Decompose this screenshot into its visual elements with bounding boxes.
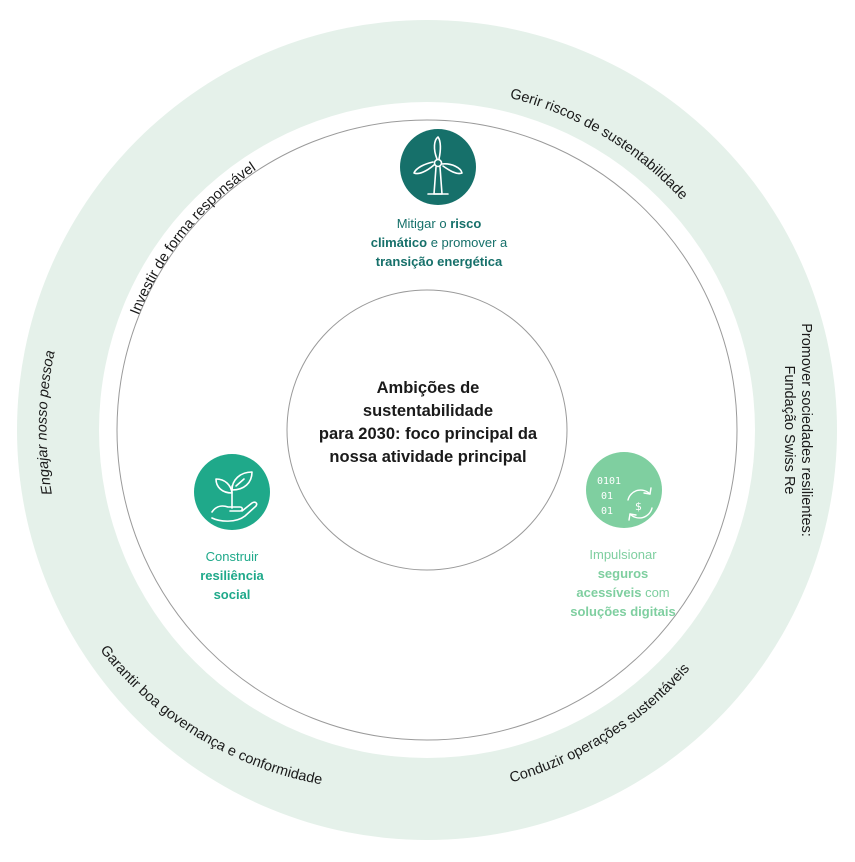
social-l1: Construir <box>205 549 259 564</box>
label-promote-line1: Promover sociedades resilientes: <box>798 323 814 537</box>
pillar-social-label: Construir resiliência social <box>172 547 292 604</box>
climate-l1a: Mitigar o <box>396 216 451 231</box>
climate-l2a: climático <box>370 235 428 250</box>
digital-l4: soluções digitais <box>570 604 676 619</box>
digital-insurance-icon: 0101 01 01 $ <box>586 452 662 528</box>
social-l2: resiliência <box>200 568 264 583</box>
svg-text:$: $ <box>635 500 642 513</box>
pillar-climate-label: Mitigar o risco climático e promover a t… <box>355 214 523 271</box>
social-l3: social <box>213 587 251 602</box>
label-promote-line2: Fundação Swiss Re <box>781 366 797 495</box>
label-promote: Promover sociedades resilientes: Fundaçã… <box>781 323 814 537</box>
digital-l2: seguros <box>597 566 649 581</box>
climate-l2b: e promover a <box>427 235 508 250</box>
pillar-digital-label: Impulsionar seguros acessíveis com soluç… <box>548 545 698 621</box>
climate-l1b: risco <box>450 216 482 231</box>
center-line-4: nossa atividade principal <box>329 448 527 466</box>
center-ring-line <box>286 289 568 571</box>
digital-l3a: acessíveis <box>576 585 642 600</box>
wind-turbine-icon <box>400 129 476 205</box>
digital-l1: Impulsionar <box>589 547 657 562</box>
svg-text:01: 01 <box>601 491 613 502</box>
svg-text:0101: 0101 <box>597 476 621 487</box>
middle-ring-line <box>116 119 738 741</box>
inner-white-disc <box>99 102 755 758</box>
center-line-3: para 2030: foco principal da <box>318 425 538 443</box>
center-line-1: Ambições de <box>376 379 480 397</box>
climate-l3: transição energética <box>375 254 503 269</box>
center-title: Ambições de sustentabilidade para 2030: … <box>300 377 556 469</box>
svg-text:01: 01 <box>601 506 613 517</box>
digital-l3b: com <box>641 585 670 600</box>
plant-in-hand-icon <box>194 454 270 530</box>
center-line-2: sustentabilidade <box>362 402 494 420</box>
